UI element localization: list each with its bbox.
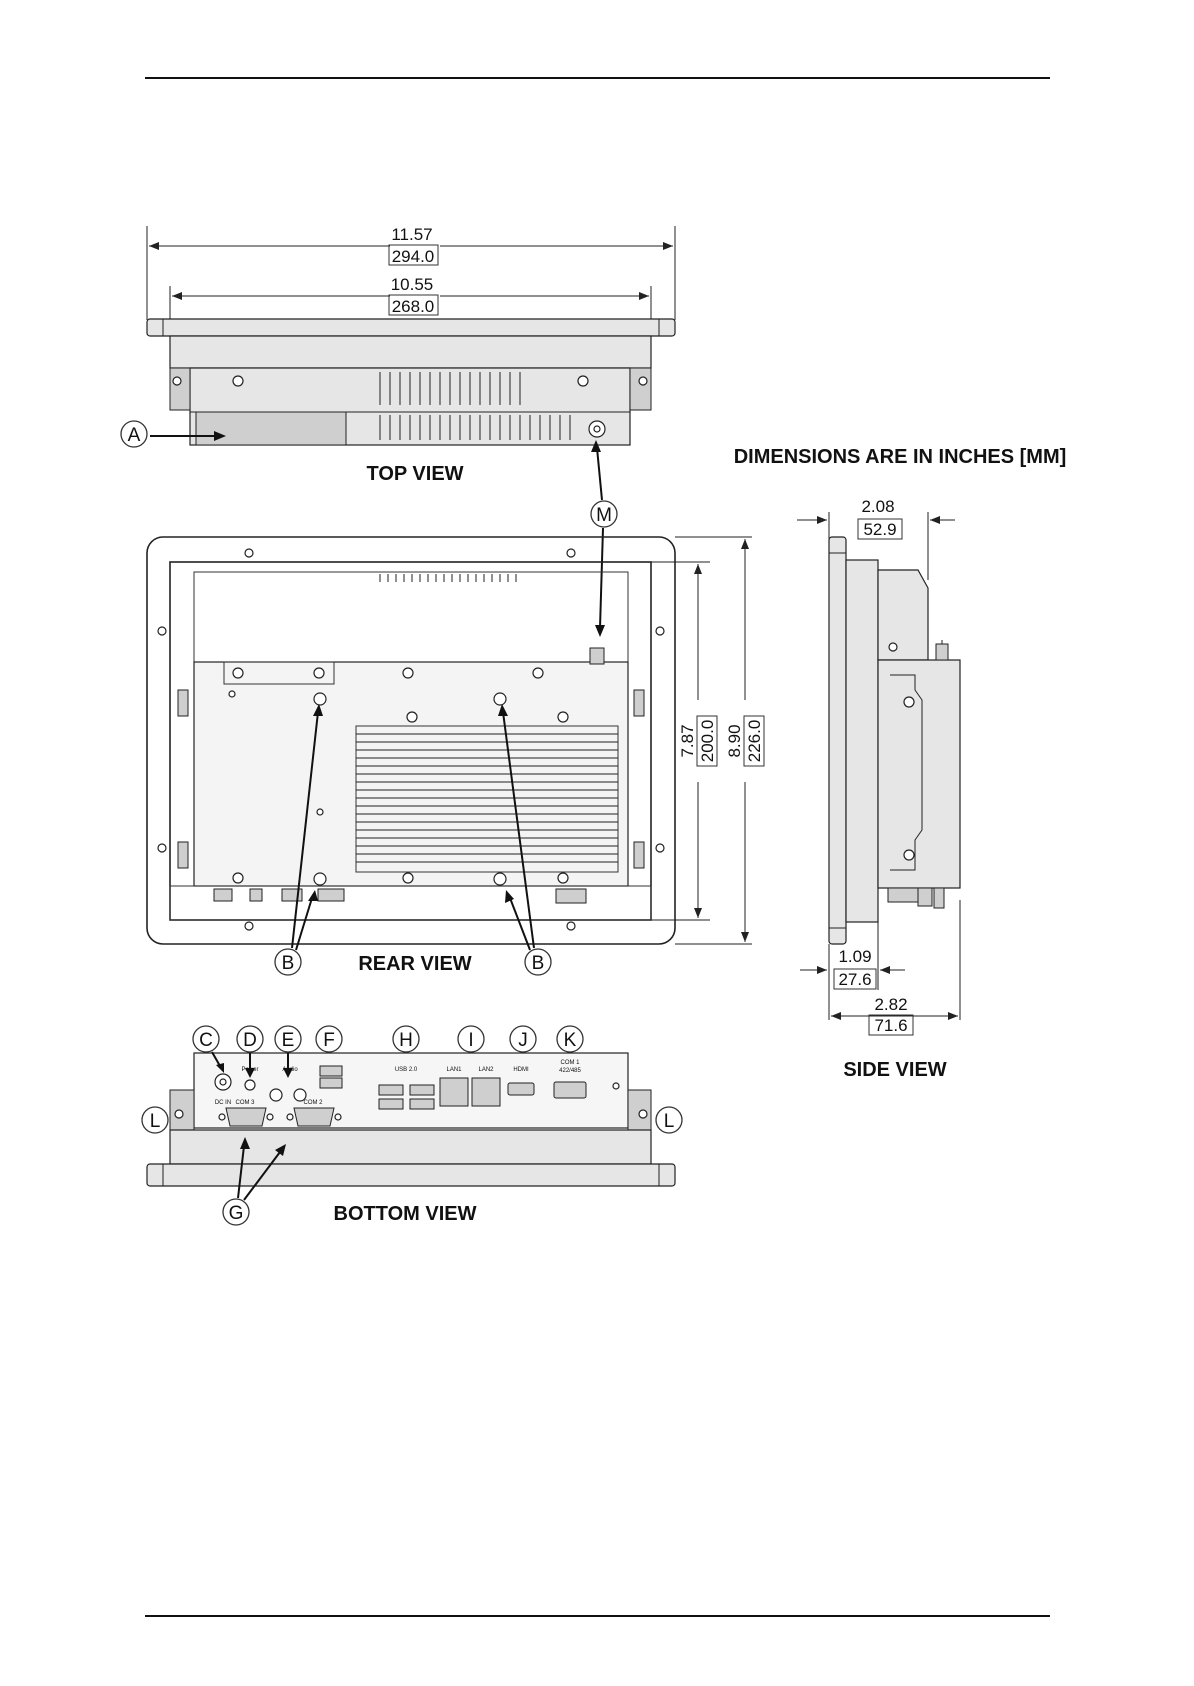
port-com1: COM 1 [560,1060,580,1066]
side-total-in: 2.82 [874,995,907,1014]
callout-m-group: M [591,440,617,637]
dimensions-heading: DIMENSIONS ARE IN INCHES [MM] [734,446,1067,468]
height-inner-in: 7.87 [678,724,697,757]
port-hdmi: HDMI [513,1067,529,1073]
port-lan1: LAN1 [446,1067,462,1073]
callout-f: F [323,1030,335,1051]
width-inner-in: 10.55 [391,275,434,294]
callout-k: K [564,1030,577,1051]
callout-b-left: B [282,953,295,974]
bottom-view-label: BOTTOM VIEW [334,1203,477,1225]
side-view-label: SIDE VIEW [843,1059,946,1081]
callout-l-left: L [150,1111,161,1132]
rear-view: 7.87 200.0 8.90 226.0 B B REAR VIEW [147,537,764,975]
callout-a: A [128,425,141,446]
bezel-depth-mm: 27.6 [838,970,871,989]
width-outer-mm: 294.0 [392,247,435,266]
rear-view-label: REAR VIEW [358,953,471,975]
callout-l-right: L [664,1111,675,1132]
port-com1-mode: 422/485 [559,1068,581,1074]
callout-g: G [229,1203,244,1224]
callout-i: I [468,1030,473,1051]
callout-j: J [518,1030,528,1051]
callout-e: E [282,1030,295,1051]
height-inner-mm: 200.0 [698,720,717,763]
side-view: 2.08 52.9 1.09 27.6 [797,497,960,1081]
callout-m: M [596,505,612,526]
port-dc-in: DC IN [215,1100,231,1106]
callout-b-right: B [532,953,545,974]
bottom-view: DC IN Power Audio COM 3 COM 2 USB 2.0 LA… [142,1026,682,1225]
port-com2: COM 2 [303,1100,323,1106]
callout-d: D [243,1030,257,1051]
bezel-depth-in: 1.09 [838,947,871,966]
port-com3: COM 3 [235,1100,255,1106]
height-outer-mm: 226.0 [745,720,764,763]
top-view-label: TOP VIEW [366,463,463,485]
side-total-mm: 71.6 [874,1016,907,1035]
callout-h: H [399,1030,413,1051]
width-outer-in: 11.57 [391,225,432,244]
height-outer-in: 8.90 [725,724,744,757]
top-view: 11.57 294.0 10.55 268.0 [121,225,675,485]
port-usb20: USB 2.0 [395,1067,418,1073]
callout-c: C [199,1030,213,1051]
depth-total-mm: 52.9 [863,520,896,539]
width-inner-mm: 268.0 [392,297,435,316]
depth-total-in: 2.08 [861,497,894,516]
port-lan2: LAN2 [478,1067,494,1073]
